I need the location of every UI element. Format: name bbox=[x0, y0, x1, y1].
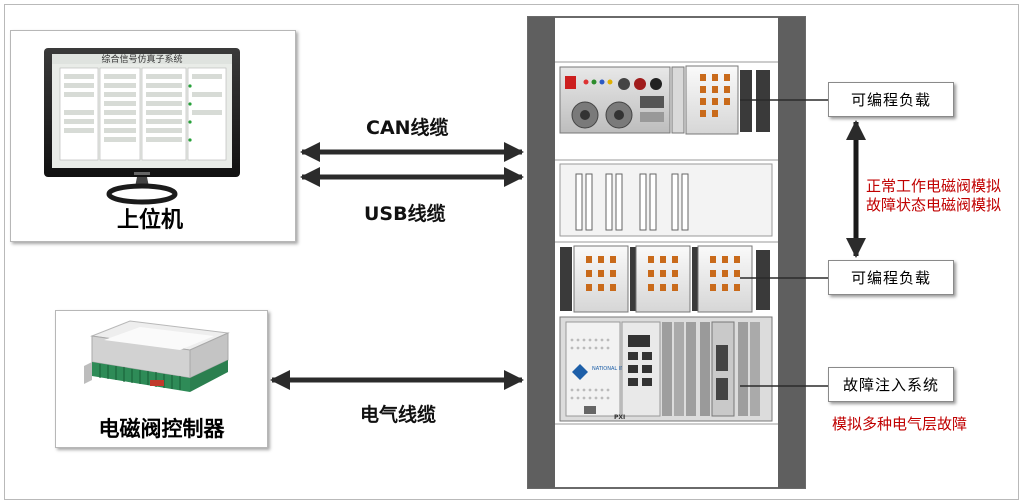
pxi-chassis: NATIONAL INSTRUMENTS PXI bbox=[559, 316, 773, 422]
fault-injection-box: 故障注入系统 bbox=[828, 367, 954, 402]
power-supply-unit bbox=[559, 66, 671, 134]
load-module-top bbox=[671, 65, 770, 135]
monitor-icon: 综合信号仿真子系统 bbox=[44, 48, 240, 205]
host-computer-label: 上位机 bbox=[116, 208, 183, 233]
programmable-load-box-bottom: 可编程负载 bbox=[828, 260, 954, 295]
normal-solenoid-note: 正常工作电磁阀模拟 bbox=[866, 177, 1002, 195]
diagram-frame bbox=[4, 4, 1019, 500]
electrical-faults-note: 模拟多种电气层故障 bbox=[832, 415, 968, 433]
pxi-label: PXI bbox=[614, 414, 625, 421]
test-rack: NATIONAL INSTRUMENTS PXI bbox=[527, 16, 806, 489]
can-cable-label: CAN线缆 bbox=[366, 117, 449, 139]
solenoid-controller-icon bbox=[84, 320, 230, 392]
load-module-middle bbox=[560, 245, 770, 313]
fault-solenoid-note: 故障状态电磁阀模拟 bbox=[866, 196, 1002, 214]
programmable-load-box-top: 可编程负载 bbox=[828, 82, 954, 117]
monitor-screen-title: 综合信号仿真子系统 bbox=[101, 53, 182, 65]
electrical-cable-label: 电气线缆 bbox=[360, 404, 437, 426]
solenoid-controller-label: 电磁阀控制器 bbox=[98, 417, 225, 441]
usb-cable-label: USB线缆 bbox=[364, 203, 446, 225]
empty-slot-shelf bbox=[559, 163, 773, 237]
